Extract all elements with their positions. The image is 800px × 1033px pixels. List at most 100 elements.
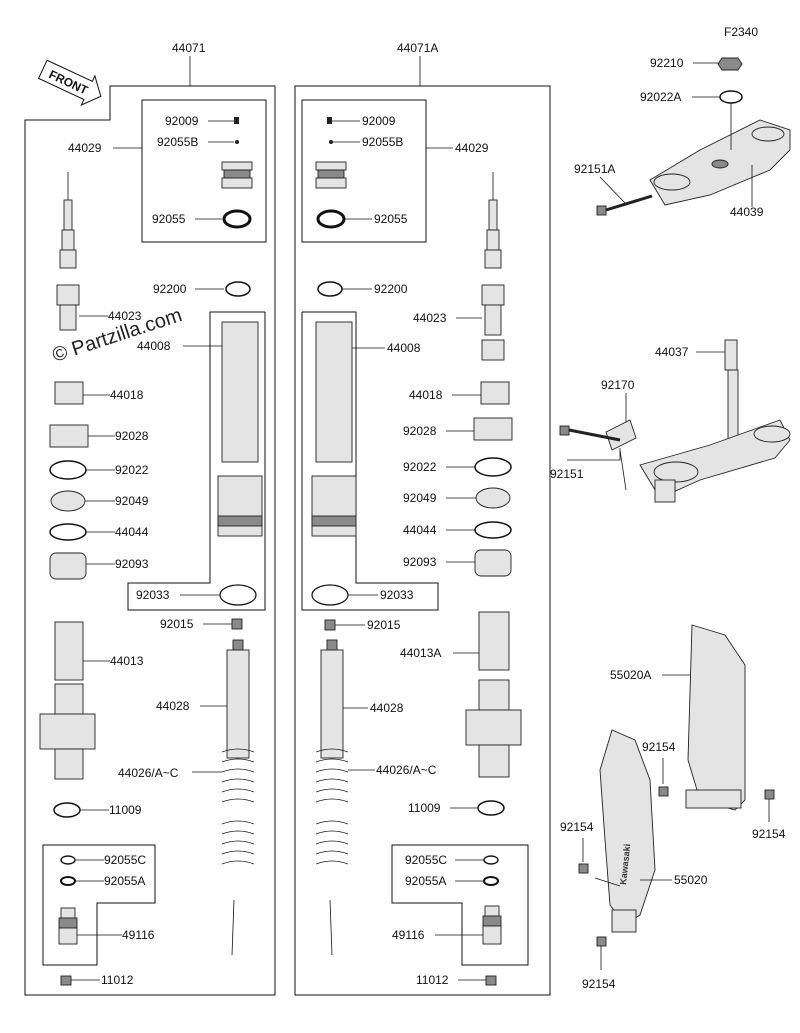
left-label-44044: 44044 [115,525,149,539]
left-valve-49116-icon [58,907,78,945]
left-label-92055A: 92055A [104,874,145,888]
left-nut-11012-icon [60,975,72,986]
right-oring-icon [316,209,346,229]
left-damper-rod-icon [56,172,80,331]
left-cap-box [141,99,267,243]
guard-55020A-icon [685,624,746,811]
left-screw-icon [234,117,239,124]
right-label-92022: 92022 [403,460,437,474]
right-label-44026: 44026/A~C [376,763,437,777]
label-92022A: 92022A [640,90,681,104]
label-55020: 55020 [674,873,708,887]
front-arrow: FRONT [37,59,102,106]
left-label-92055B: 92055B [157,135,198,149]
bolt-92151-icon [559,425,621,442]
left-label-92093: 92093 [115,557,149,571]
left-bushing-92028-icon [49,424,89,448]
lower-clamp-icon [639,419,791,503]
left-label-92055: 92055 [152,212,186,226]
left-label-92049: 92049 [115,494,149,508]
right-assembly-label: 44071A [397,41,438,55]
left-nut-icon [231,618,243,630]
left-label-92028: 92028 [115,429,149,443]
right-label-11009: 11009 [408,801,441,815]
left-label-92009: 92009 [165,114,199,128]
right-cap-icon [315,161,347,189]
left-cartridge-44028-icon [226,639,250,759]
upper-clamp-icon [649,103,791,206]
label-92170: 92170 [601,378,635,392]
right-label-92009: 92009 [362,114,396,128]
right-washer-92022-icon [474,457,512,477]
right-label-44018: 44018 [409,388,443,402]
label-92210: 92210 [650,56,684,70]
figure-code: F2340 [724,25,758,39]
right-label-92055A: 92055A [405,874,446,888]
bolt-92154-b-icon [764,789,775,800]
left-oring-icon [222,209,252,229]
left-washer-icon [225,281,251,297]
right-seal-92049-icon [475,487,511,509]
label-55020A: 55020A [610,668,651,682]
label-92154-c: 92154 [560,820,594,834]
right-label-49116: 49116 [392,928,425,942]
right-label-44044: 44044 [403,523,437,537]
left-label-92200: 92200 [153,282,187,296]
label-44039: 44039 [730,205,764,219]
left-label-92033: 92033 [136,588,170,602]
label-92151: 92151 [550,467,584,481]
right-label-92200: 92200 [374,282,408,296]
bolt-92154-a-icon [658,786,669,797]
label-92154-b: 92154 [752,827,786,841]
left-label-92015: 92015 [160,617,194,631]
lower-clamp-group: 44037 92170 92151 [550,339,791,503]
right-nut-11012-icon [485,975,497,986]
right-ring-92033-icon [311,584,349,606]
right-label-92015: 92015 [367,618,401,632]
left-dust-seal-icon [49,552,87,580]
right-label-92093: 92093 [403,555,437,569]
left-outer-tube-icon [217,321,263,537]
left-label-92022: 92022 [115,463,149,477]
left-cap-icon [221,161,253,189]
right-cap-box [301,99,427,243]
clamp-92170-icon [605,419,637,491]
left-label-44018: 44018 [110,388,144,402]
right-label-92049: 92049 [403,491,437,505]
right-fork-assembly: 44071A 44029 92009 92055B 92055 92200 [294,41,551,996]
right-label-92055: 92055 [374,212,408,226]
left-washer-11009-icon [53,802,81,818]
left-label-11012: 11012 [101,973,134,987]
upper-clamp-group: 92210 92022A 92151A 44039 [574,56,791,219]
left-label-44008: 44008 [137,339,171,353]
right-inner-tube-icon [465,611,522,778]
right-label-44023: 44023 [413,311,447,325]
left-label-44023: 44023 [108,309,142,323]
label-92154-d: 92154 [582,977,616,991]
left-label-44028: 44028 [156,699,190,713]
left-spring-icon [221,748,255,956]
left-label-49116: 49116 [122,928,155,942]
right-washer-icon [317,281,343,297]
right-label-92055B: 92055B [362,135,403,149]
left-assembly-label: 44071 [172,41,206,55]
steering-stem-icon [724,339,739,461]
right-label-44028: 44028 [370,701,404,715]
left-clip-44044-icon [49,523,87,541]
right-valve-49116-icon [482,905,502,945]
fork-guard-group: 55020A 92154 92154 92154 Kawasaki 55020 … [560,624,786,991]
left-label-11009: 11009 [109,803,142,817]
left-inner-tube-icon [39,621,96,780]
right-label-92033: 92033 [380,588,414,602]
right-outer-tube-icon [311,321,357,537]
washer-92022A-icon [719,90,743,104]
right-cartridge-44028-icon [320,639,344,759]
right-label-44029: 44029 [455,141,489,155]
left-label-44026: 44026/A~C [118,766,179,780]
left-label-44029: 44029 [68,141,102,155]
nut-92210-icon [717,57,743,71]
bolt-92151A-icon [596,194,653,216]
left-bushing-44018-icon [54,381,84,405]
label-44037: 44037 [655,345,689,359]
